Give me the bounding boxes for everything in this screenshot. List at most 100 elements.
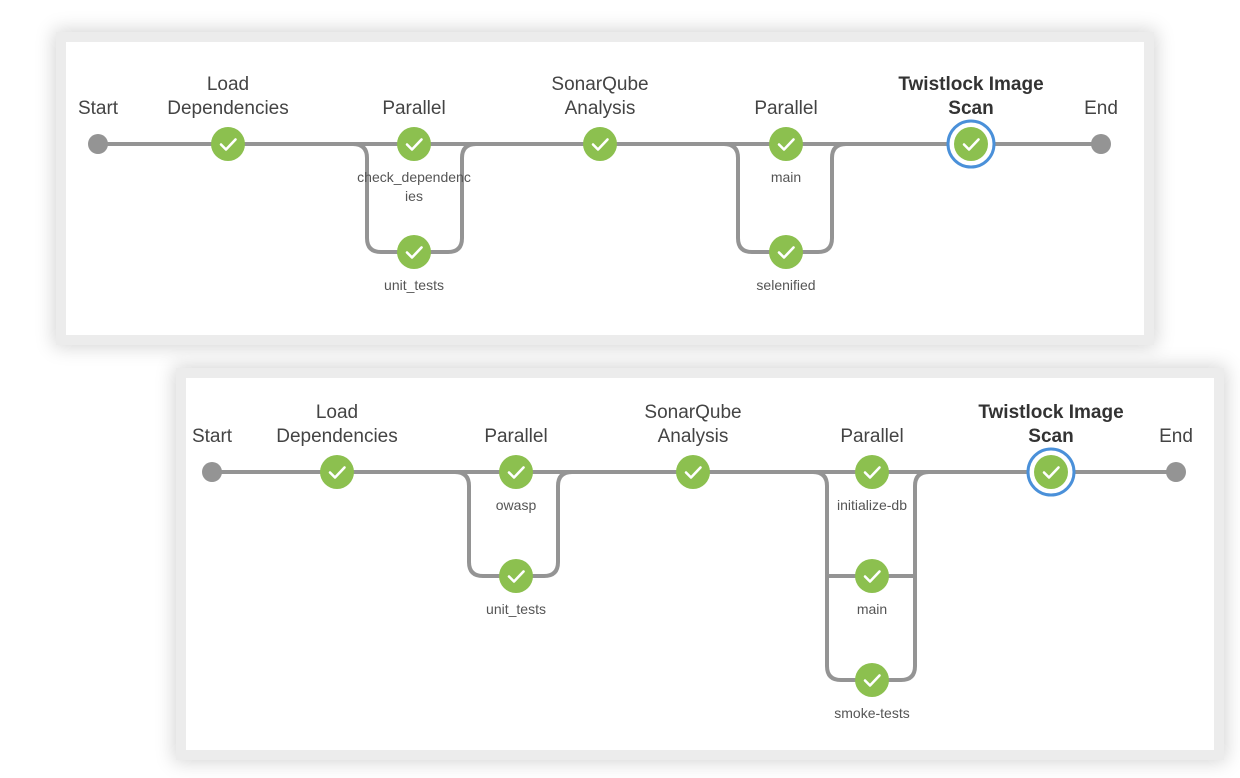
- branch-label-unit-tests: unit_tests: [486, 601, 546, 617]
- branch-label-main: main: [857, 601, 887, 617]
- stage-node-load-dependencies[interactable]: [211, 127, 245, 161]
- check-icon: [507, 570, 525, 583]
- branch-label-main-line: main: [771, 169, 801, 185]
- start-node: [88, 134, 108, 154]
- branch-label-unit-tests: unit_tests: [384, 277, 444, 293]
- stage-label-sonarqube-analysis-line: SonarQube: [551, 74, 648, 95]
- status-success-circle: [855, 663, 889, 697]
- branch-label-initialize-db: initialize-db: [837, 497, 907, 513]
- end-label: End: [1159, 426, 1193, 447]
- branch-label-main: main: [771, 169, 801, 185]
- branch-label-smoke-tests: smoke-tests: [834, 705, 909, 721]
- status-success-circle: [769, 235, 803, 269]
- stage-node-sonarqube-analysis[interactable]: [583, 127, 617, 161]
- stage-label-load-dependencies-line: Dependencies: [276, 426, 397, 447]
- stage-label-parallel: Parallel: [840, 426, 903, 447]
- stage-node-twistlock-image-scan[interactable]: [1026, 447, 1076, 497]
- status-success-circle: [499, 455, 533, 489]
- branch-node-smoke-tests[interactable]: [855, 663, 889, 697]
- status-success-circle: [211, 127, 245, 161]
- branch-label-smoke-tests-line: smoke-tests: [834, 705, 909, 721]
- branch-label-selenified-line: selenified: [756, 277, 815, 293]
- stage-node-sonarqube-analysis[interactable]: [676, 455, 710, 489]
- stage-label-twistlock-image-scan-line: Twistlock Image: [898, 74, 1043, 95]
- check-icon: [863, 674, 881, 687]
- branch-node-unit-tests[interactable]: [499, 559, 533, 593]
- start-label: Start: [192, 426, 233, 447]
- status-success-circle: [1034, 455, 1068, 489]
- status-success-circle: [583, 127, 617, 161]
- stage-node-twistlock-image-scan[interactable]: [946, 119, 996, 169]
- stage-label-load-dependencies-line: Load: [207, 74, 249, 95]
- branch-node-initialize-db[interactable]: [855, 455, 889, 489]
- status-success-circle: [397, 127, 431, 161]
- check-icon: [591, 138, 609, 151]
- branch-label-check-dependencies-line: check_dependenc: [357, 169, 471, 185]
- stage-label-sonarqube-analysis-line: Analysis: [658, 426, 729, 447]
- branch-label-owasp: owasp: [496, 497, 537, 513]
- check-icon: [962, 138, 980, 151]
- branch-label-initialize-db-line: initialize-db: [837, 497, 907, 513]
- branch-node-main[interactable]: [769, 127, 803, 161]
- branch-connector: [447, 142, 477, 254]
- check-icon: [863, 466, 881, 479]
- status-success-circle: [769, 127, 803, 161]
- stage-label-sonarqube-analysis-line: Analysis: [565, 98, 636, 119]
- check-icon: [219, 138, 237, 151]
- branch-connector: [723, 142, 753, 254]
- status-success-circle: [397, 235, 431, 269]
- check-icon: [1042, 466, 1060, 479]
- branch-node-main[interactable]: [855, 559, 889, 593]
- stage-label-load-dependencies-line: Load: [316, 402, 358, 423]
- status-success-circle: [499, 559, 533, 593]
- end-node: [1166, 462, 1186, 482]
- status-success-circle: [320, 455, 354, 489]
- stage-label-parallel-line: Parallel: [382, 98, 445, 119]
- status-success-circle: [855, 455, 889, 489]
- check-icon: [863, 570, 881, 583]
- branch-label-unit-tests-line: unit_tests: [486, 601, 546, 617]
- check-icon: [777, 246, 795, 259]
- branch-node-unit-tests[interactable]: [397, 235, 431, 269]
- stage-label-parallel-line: Parallel: [840, 426, 903, 447]
- branch-connector: [817, 142, 847, 254]
- branch-label-main-line: main: [857, 601, 887, 617]
- branch-node-owasp[interactable]: [499, 455, 533, 489]
- check-icon: [405, 138, 423, 151]
- branch-label-owasp-line: owasp: [496, 497, 537, 513]
- check-icon: [328, 466, 346, 479]
- stage-label-twistlock-image-scan-line: Twistlock Image: [978, 402, 1123, 423]
- branch-connector: [543, 470, 573, 578]
- stage-label-load-dependencies-line: Dependencies: [167, 98, 288, 119]
- status-success-circle: [855, 559, 889, 593]
- stage-node-load-dependencies[interactable]: [320, 455, 354, 489]
- status-success-circle: [954, 127, 988, 161]
- branch-node-check-dependencies[interactable]: [397, 127, 431, 161]
- branch-label-unit-tests-line: unit_tests: [384, 277, 444, 293]
- check-icon: [777, 138, 795, 151]
- start-node: [202, 462, 222, 482]
- stage-label-parallel: Parallel: [754, 98, 817, 119]
- check-icon: [507, 466, 525, 479]
- branch-label-check-dependencies-line: ies: [405, 188, 423, 204]
- branch-connector: [454, 470, 484, 578]
- branch-node-selenified[interactable]: [769, 235, 803, 269]
- stage-label-parallel: Parallel: [382, 98, 445, 119]
- start-label: Start: [78, 98, 119, 119]
- branch-connector: [352, 142, 382, 254]
- stage-label-sonarqube-analysis-line: SonarQube: [644, 402, 741, 423]
- stage-label-twistlock-image-scan-line: Scan: [1028, 426, 1073, 447]
- branch-label-selenified: selenified: [756, 277, 815, 293]
- status-success-circle: [676, 455, 710, 489]
- end-node: [1091, 134, 1111, 154]
- stage-label-parallel: Parallel: [484, 426, 547, 447]
- check-icon: [405, 246, 423, 259]
